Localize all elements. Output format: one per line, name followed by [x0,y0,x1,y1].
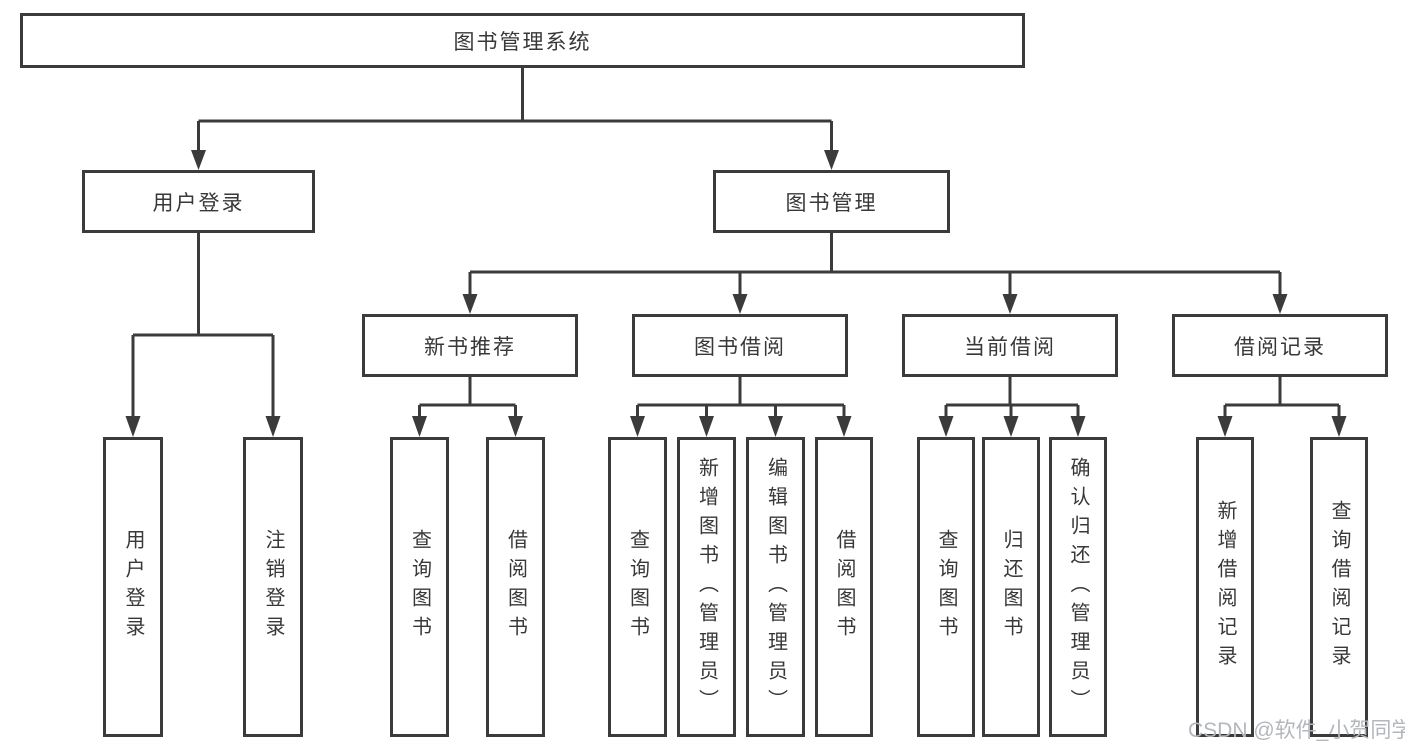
leaf-borrow-edit-books-admin: 编辑图书（管理员） [746,437,805,737]
node-user-login: 用户登录 [82,170,315,233]
node-label: 图书管理 [785,191,878,215]
node-label: 归还图书 [1000,529,1022,645]
node-label: 借阅记录 [1234,335,1326,359]
leaf-user-login: 用户登录 [103,437,163,737]
leaf-logout: 注销登录 [243,437,303,737]
leaf-recommend-query-books: 查询图书 [390,437,449,737]
node-label: 新增借阅记录 [1214,500,1236,674]
leaf-borrow-add-books-admin: 新增图书（管理员） [677,437,736,737]
node-label: 借阅图书 [833,529,855,645]
node-current-borrowing: 当前借阅 [902,314,1118,377]
node-label: 图书借阅 [694,335,786,359]
leaf-current-confirm-return-admin: 确认归还（管理员） [1049,437,1107,737]
leaf-records-query-record: 查询借阅记录 [1310,437,1368,737]
node-label: 查询借阅记录 [1328,500,1350,674]
node-label: 查询图书 [626,529,649,645]
node-label: 新书推荐 [424,335,516,359]
node-label: 编辑图书（管理员） [764,456,787,718]
leaf-borrow-query-books: 查询图书 [608,437,667,737]
node-label: 确认归还（管理员） [1067,456,1089,718]
node-new-book-recommendation: 新书推荐 [362,314,578,377]
node-label: 新增图书（管理员） [695,456,718,718]
leaf-recommend-borrow-books: 借阅图书 [486,437,545,737]
node-label: 图书管理系统 [453,30,592,54]
node-label: 用户登录 [122,529,144,645]
node-library-management-system: 图书管理系统 [20,13,1025,68]
node-borrowing-records: 借阅记录 [1172,314,1388,377]
node-label: 查询图书 [408,529,431,645]
node-label: 用户登录 [152,191,245,215]
node-label: 查询图书 [935,529,957,645]
node-label: 注销登录 [262,529,284,645]
leaf-borrow-borrow-books: 借阅图书 [815,437,873,737]
node-book-management: 图书管理 [713,170,950,233]
node-label: 借阅图书 [504,529,527,645]
leaf-current-return-books: 归还图书 [982,437,1040,737]
leaf-current-query-books: 查询图书 [917,437,975,737]
leaf-records-add-record: 新增借阅记录 [1196,437,1254,737]
node-label: 当前借阅 [964,335,1056,359]
node-book-borrowing: 图书借阅 [632,314,848,377]
csdn-watermark: CSDN @软件_小贺同学 [1188,719,1405,742]
